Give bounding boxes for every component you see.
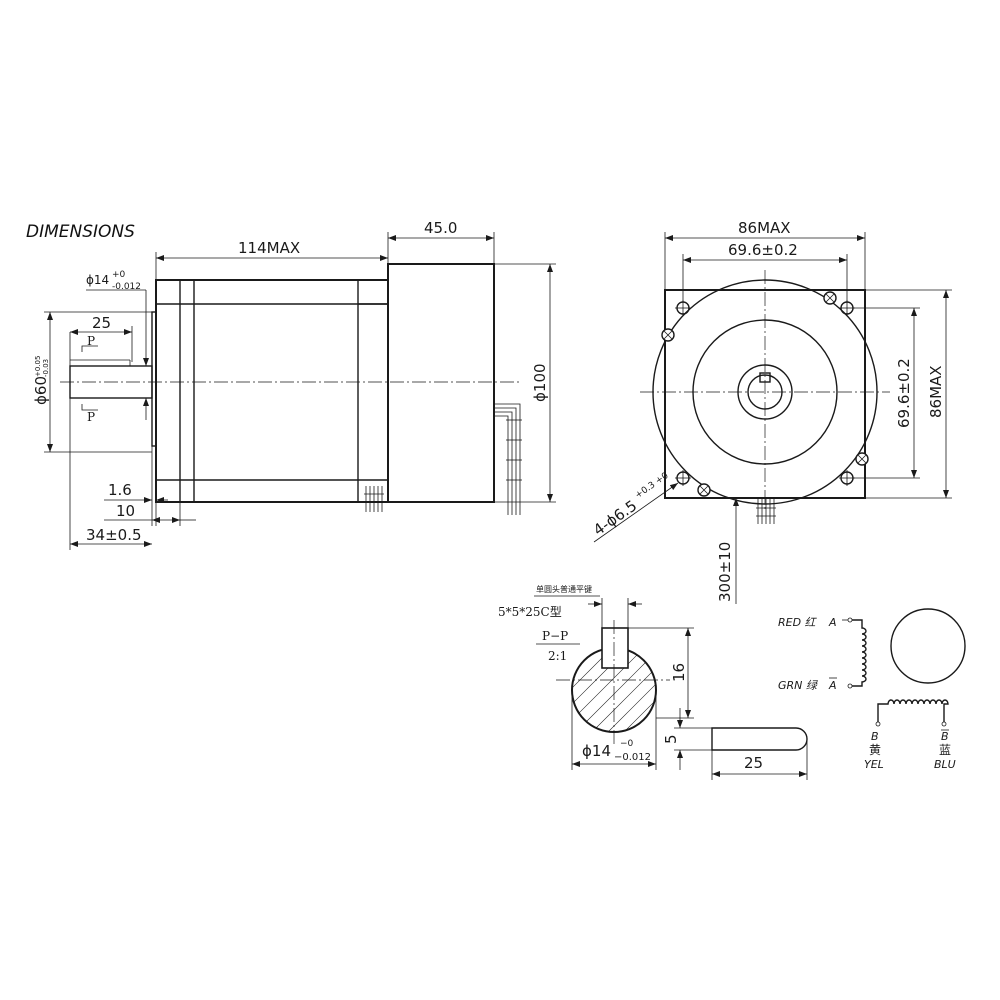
section-scale: 2:1 <box>548 649 567 663</box>
key-length-label: 25 <box>744 754 763 772</box>
pilot-tol-upper: +0.05 <box>34 356 42 377</box>
lead-length-label: 300±10 <box>716 542 734 602</box>
shaft-dia-label: ϕ14 <box>86 273 109 287</box>
section-dia-label: ϕ14 <box>582 742 611 760</box>
section-dia-tol-upper: −0 <box>620 739 634 749</box>
width-max-label: 86MAX <box>738 219 791 237</box>
front-lead-wires <box>756 498 776 524</box>
shaft-length-label: 25 <box>92 314 111 332</box>
section-dia-tol-lower: −0.012 <box>614 752 651 763</box>
blu-cn-label: 蓝 <box>939 743 951 757</box>
height-max-label: 86MAX <box>927 365 945 418</box>
b-phase-label: B <box>871 730 879 743</box>
section-mark-top: P <box>87 334 95 348</box>
rotor-symbol <box>890 608 966 684</box>
grn-wire-label: GRN 绿 <box>778 679 818 692</box>
encoder-screws <box>661 291 869 497</box>
pilot-dia-label: ϕ60 <box>32 376 50 405</box>
section-mark-bottom: P <box>87 410 95 424</box>
side-view: ϕ14 +0 -0.012 25 P P ϕ60 +0.05 -0.03 114… <box>32 219 556 550</box>
red-wire-phase: A <box>828 616 837 629</box>
blu-wire-label: BLU <box>934 758 956 771</box>
body-length-label: 114MAX <box>238 239 300 257</box>
yel-wire-label: YEL <box>864 758 884 771</box>
front-view: 86MAX 69.6±0.2 69.6±0.2 86MAX 4-ϕ6.5 +0.… <box>590 219 952 604</box>
red-wire-label: RED 红 <box>778 616 818 629</box>
section-label: P−P <box>542 629 568 643</box>
shaft-total-label: 34±0.5 <box>86 526 142 544</box>
bbar-phase-label: B <box>941 730 949 743</box>
encoder-lead-wires <box>494 403 522 515</box>
wiring-diagram: RED 红 A GRN 绿 A B 黄 YEL B 蓝 BLU <box>778 608 966 771</box>
hole-spacing-v-label: 69.6±0.2 <box>895 358 913 428</box>
pilot-tol-lower: -0.03 <box>42 359 50 377</box>
key-note-cn: 单圆头普通平键 <box>536 584 592 594</box>
flange-1-label: 1.6 <box>108 481 132 499</box>
section-view: 单圆头普通平键 5*5*25C型 P−P 2:1 16 <box>498 584 808 780</box>
shaft-dia-tol-upper: +0 <box>112 270 126 280</box>
hole-spacing-h-label: 69.6±0.2 <box>728 241 798 259</box>
key-width-label: 5 <box>662 734 680 744</box>
flat-depth-label: 16 <box>670 663 688 682</box>
motor-lead-wires <box>364 486 384 512</box>
drawing-title: DIMENSIONS <box>26 222 135 242</box>
holes-label: 4-ϕ6.5 <box>590 497 640 540</box>
shaft-dia-tol-lower: -0.012 <box>112 282 141 292</box>
yel-cn-label: 黄 <box>869 743 881 757</box>
grn-wire-phase: A <box>828 679 837 692</box>
key-spec-label: 5*5*25C型 <box>498 605 562 619</box>
encoder-dia-label: ϕ100 <box>531 363 549 402</box>
flange-2-label: 10 <box>116 502 135 520</box>
encoder-length-label: 45.0 <box>424 219 457 237</box>
